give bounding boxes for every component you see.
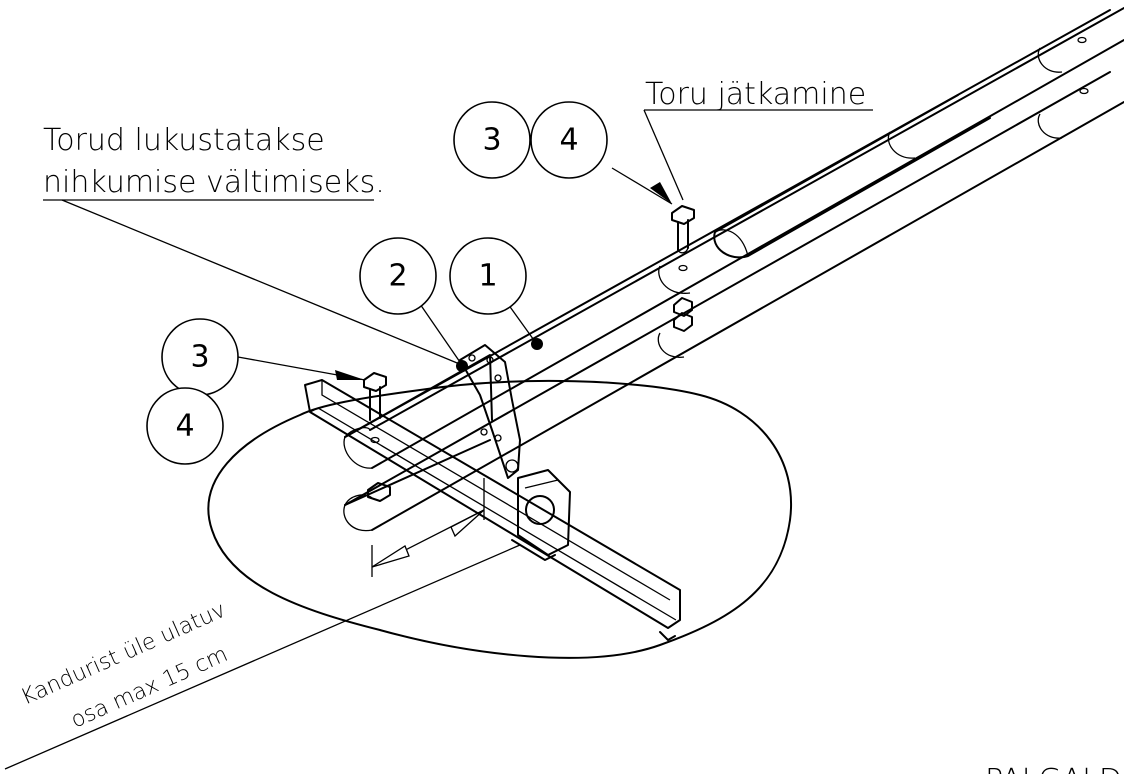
callout-3-top: 3 — [453, 101, 531, 179]
overhang-leader — [4, 544, 521, 770]
callout-2: 2 — [359, 237, 437, 315]
callout-4-side-text: 4 — [175, 409, 194, 444]
callout-1: 1 — [449, 237, 527, 315]
lock-note-line2: nihkumise vältimiseks. — [43, 165, 385, 200]
bolt-left — [363, 372, 391, 502]
pipe-extension-label: Toru jätkamine — [645, 77, 866, 112]
callout-3-side-text: 3 — [190, 340, 209, 375]
lock-note-line1: Torud lukustatakse — [43, 123, 325, 158]
corner-label: PALGALDAM — [985, 763, 1124, 774]
callout-2-text: 2 — [388, 259, 407, 294]
callout-4-top-text: 4 — [559, 123, 578, 158]
pipe-joint — [713, 94, 991, 259]
callout-leaders — [43, 109, 873, 381]
callout-3-top-text: 3 — [482, 123, 501, 158]
bolt-upper — [671, 205, 695, 254]
callout-3-side: 3 — [161, 318, 239, 396]
callout-dot-2 — [456, 360, 468, 372]
nuts-joint — [673, 297, 693, 332]
callout-4-top: 4 — [530, 101, 608, 179]
bracket-plate — [459, 344, 521, 479]
ground-outline — [207, 379, 793, 659]
lower-pipe — [343, 71, 1124, 532]
front-pipe-ends — [344, 354, 493, 506]
pipe-holes — [370, 36, 1089, 444]
callout-dot-1 — [531, 338, 543, 350]
clamp — [511, 469, 571, 561]
callout-1-text: 1 — [478, 259, 497, 294]
carrier-beam — [304, 379, 681, 641]
overhang-dimension — [371, 478, 485, 577]
callout-4-side: 4 — [146, 387, 224, 465]
